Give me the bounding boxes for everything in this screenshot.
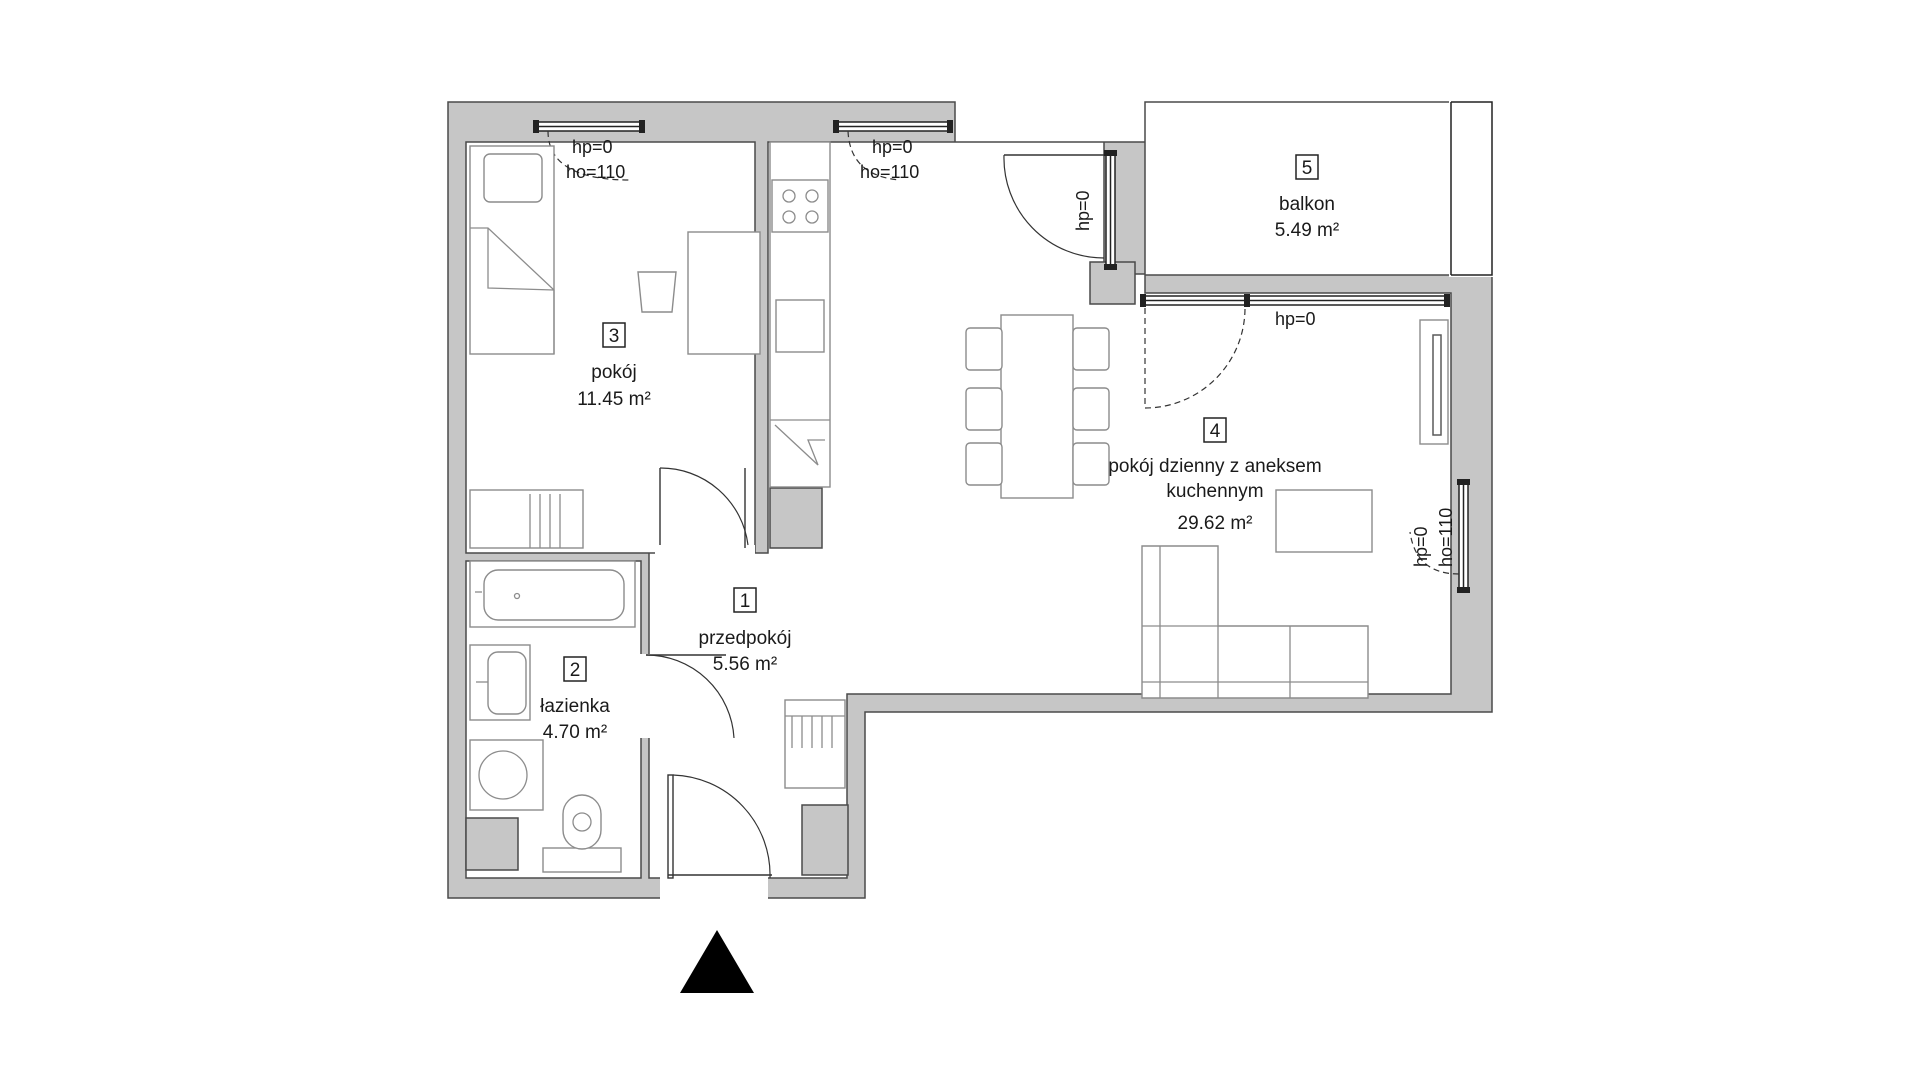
room-name: pokój (591, 362, 636, 383)
balcony-edge-mask (1449, 101, 1494, 277)
room-name: łazienka (540, 696, 610, 717)
room-label-5: 5 balkon 5.49 m² (1275, 154, 1339, 241)
room-area: 5.49 m² (1275, 220, 1339, 241)
room-number: 5 (1302, 158, 1313, 179)
chair (637, 271, 677, 313)
room-number-box (1203, 417, 1227, 443)
bathroom-door-opening (640, 654, 650, 738)
room-name: balkon (1279, 194, 1335, 215)
kitchen-cabinet-block (769, 487, 823, 549)
room-name-line1: pokój dzienny z aneksem (1108, 456, 1321, 477)
bathtub (469, 560, 636, 628)
room-number-box (563, 656, 587, 682)
room-name-line2: kuchennym (1166, 481, 1263, 502)
shaft (465, 817, 519, 871)
room-label-2: 2 łazienka 4.70 m² (540, 656, 610, 743)
window-bedroom (533, 120, 645, 181)
room-label-4: 4 pokój dzienny z aneksem kuchennym 29.6… (1108, 417, 1322, 534)
bed (469, 145, 555, 355)
window-label-ho: ho=110 (1436, 508, 1456, 567)
room-number: 3 (609, 326, 620, 347)
wardrobe (469, 489, 584, 549)
window-label-ho: ho=110 (860, 162, 919, 182)
room-label-3: 3 pokój 11.45 m² (577, 322, 651, 410)
door-entrance (667, 774, 772, 879)
north-arrow-icon (680, 930, 754, 993)
door-bathroom (645, 654, 735, 739)
room-area: 5.56 m² (713, 654, 777, 675)
dining-table (965, 314, 1110, 499)
bedroom-door-opening (655, 545, 755, 555)
room-area: 11.45 m² (577, 389, 651, 410)
coffee-table (1275, 489, 1373, 553)
window-label-hp: hp=0 (572, 137, 613, 157)
window-label-hp: hp=0 (872, 137, 913, 157)
room-area: 4.70 m² (543, 722, 607, 743)
room-label-1: 1 przedpokój 5.56 m² (699, 587, 792, 675)
balcony-railing (1451, 101, 1493, 276)
window-kitchen (833, 120, 953, 181)
window-label-hp: hp=0 (1275, 309, 1316, 329)
door-bedroom (659, 467, 749, 548)
room-name: przedpokój (699, 628, 792, 649)
room-number-box (733, 587, 757, 613)
shaft-2 (801, 804, 849, 876)
window-balcony-door (1140, 294, 1450, 409)
window-label-hp: hp=0 (1073, 190, 1093, 231)
window-balcony-side (1003, 150, 1117, 270)
window-label-hp: hp=0 (1411, 526, 1431, 567)
room-number-box (602, 322, 626, 348)
desk (687, 231, 761, 355)
window-living-right (1409, 479, 1470, 593)
hall-wardrobe (784, 699, 846, 789)
toilet (542, 794, 622, 873)
entrance-opening (660, 877, 768, 899)
room-area: 29.62 m² (1178, 513, 1253, 534)
room-number: 2 (570, 660, 581, 681)
room-number: 1 (740, 591, 751, 612)
kitchen-counter (769, 141, 831, 488)
sofa (1141, 545, 1369, 699)
washbasin (469, 644, 531, 721)
washing-machine (469, 739, 544, 811)
room-number: 4 (1210, 421, 1221, 442)
room-number-box (1295, 154, 1319, 180)
window-label-ho: ho=110 (566, 162, 625, 182)
tv-cabinet (1419, 319, 1449, 445)
